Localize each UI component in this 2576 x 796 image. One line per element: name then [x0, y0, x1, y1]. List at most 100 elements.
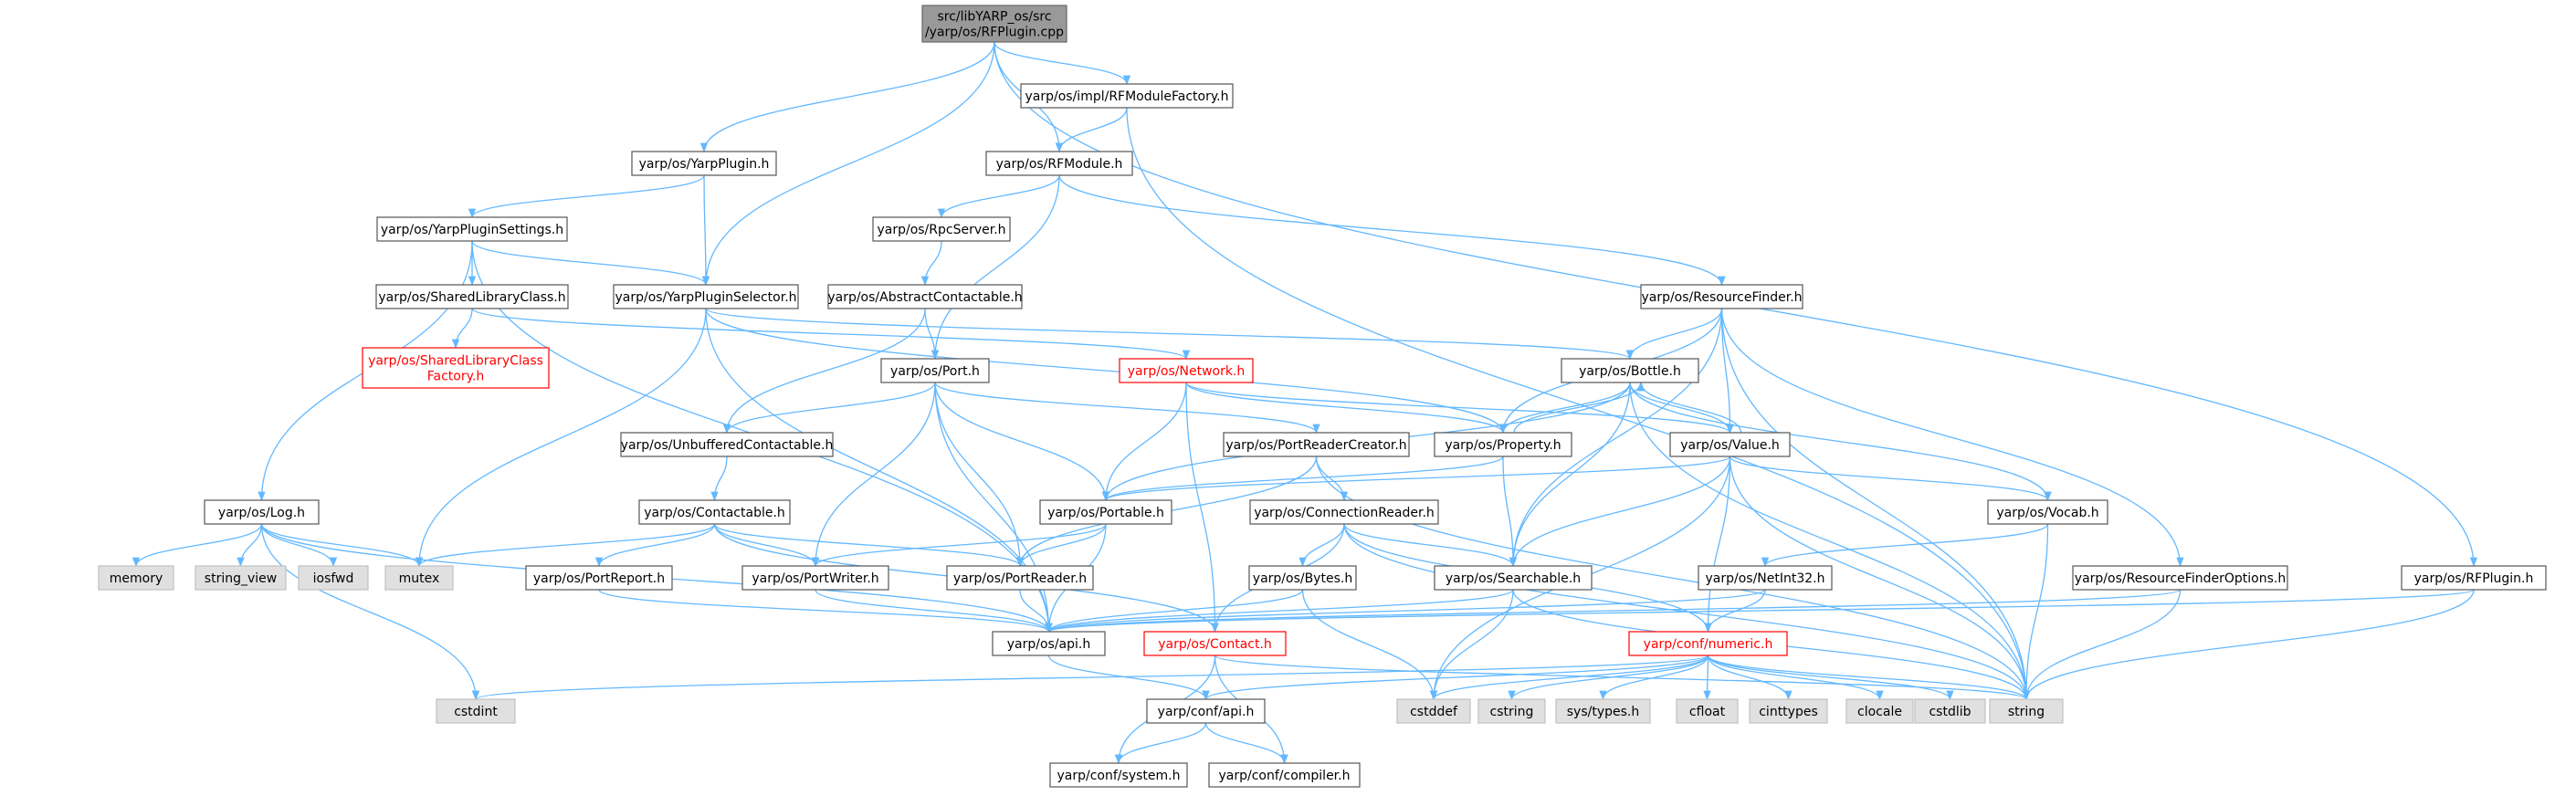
node-label: yarp/conf/system.h — [1057, 769, 1181, 783]
edge-numeric-to-confapi — [1202, 655, 1709, 701]
node-cstring[interactable]: cstring — [1477, 698, 1546, 724]
edge-contactable-to-portreport — [594, 523, 716, 568]
node-string_view[interactable]: string_view — [195, 565, 287, 591]
node-log[interactable]: yarp/os/Log.h — [204, 499, 320, 525]
edge-network-to-portable — [1101, 382, 1187, 502]
node-port[interactable]: yarp/os/Port.h — [880, 358, 990, 383]
edge-bottle-to-value — [1629, 382, 1734, 435]
node-contactable[interactable]: yarp/os/Contactable.h — [638, 499, 791, 525]
node-box — [1248, 565, 1357, 591]
edge-numeric-to-systypes — [1599, 655, 1709, 701]
node-rfplugin[interactable]: yarp/os/RFPlugin.h — [2401, 565, 2547, 591]
edge-network-to-contact — [1185, 382, 1219, 634]
node-rfmodulefactory[interactable]: yarp/os/impl/RFModuleFactory.h — [1020, 83, 1234, 109]
edge-contactable-to-portreader — [713, 523, 1025, 568]
node-box — [436, 698, 516, 724]
edge-yarpplugin-to-yarppluginsettings — [468, 174, 705, 219]
node-yarppluginsettings[interactable]: yarp/os/YarpPluginSettings.h — [376, 216, 568, 242]
node-mutex[interactable]: mutex — [384, 565, 454, 591]
edge-resourcefinderoptions-to-api — [1045, 589, 2182, 634]
node-bytes[interactable]: yarp/os/Bytes.h — [1248, 565, 1357, 591]
node-label: yarp/os/RpcServer.h — [877, 223, 1005, 237]
node-yarppluginselector[interactable]: yarp/os/YarpPluginSelector.h — [613, 284, 799, 309]
node-bottle[interactable]: yarp/os/Bottle.h — [1561, 358, 1699, 383]
node-sharedlibraryclass[interactable]: yarp/os/SharedLibraryClass.h — [375, 284, 569, 309]
node-vocab[interactable]: yarp/os/Vocab.h — [1987, 499, 2108, 525]
edge-bottle-to-searchable — [1509, 382, 1631, 568]
node-property[interactable]: yarp/os/Property.h — [1434, 432, 1572, 457]
edge-sharedlibraryclass-to-sharedlibraryclassfactory — [451, 308, 473, 350]
node-searchable[interactable]: yarp/os/Searchable.h — [1434, 565, 1593, 591]
node-portwriter[interactable]: yarp/os/PortWriter.h — [741, 565, 889, 591]
node-numeric[interactable]: yarp/conf/numeric.h — [1628, 631, 1788, 656]
edge-netint32-to-api — [1045, 589, 1766, 634]
node-abstractcontactable[interactable]: yarp/os/AbstractContactable.h — [827, 284, 1023, 309]
edge-port-to-portreader — [934, 382, 1025, 568]
node-label: memory — [110, 571, 163, 586]
node-label: yarp/os/PortWriter.h — [752, 571, 878, 586]
node-label: yarp/os/PortReader.h — [953, 571, 1087, 586]
edge-searchable-to-cstddef — [1429, 589, 1514, 701]
node-cstdlib[interactable]: cstdlib — [1914, 698, 1986, 724]
node-label: yarp/os/ResourceFinder.h — [1641, 290, 1802, 305]
edge-portreport-to-api — [598, 589, 1053, 634]
node-netint32[interactable]: yarp/os/NetInt32.h — [1698, 565, 1833, 591]
node-box — [384, 565, 454, 591]
node-cstddef[interactable]: cstddef — [1396, 698, 1471, 724]
edge-resourcefinderoptions-to-string — [2022, 589, 2182, 701]
node-label: yarp/os/Contactable.h — [644, 506, 785, 520]
node-box — [1914, 698, 1986, 724]
edge-searchable-to-api — [1045, 589, 1514, 634]
node-box — [1223, 432, 1410, 457]
edge-rfmodule-to-rpcserver — [937, 174, 1060, 219]
node-memory[interactable]: memory — [98, 565, 174, 591]
node-confapi[interactable]: yarp/conf/api.h — [1146, 698, 1266, 724]
node-rpcserver[interactable]: yarp/os/RpcServer.h — [872, 216, 1011, 242]
node-resourcefinderoptions[interactable]: yarp/os/ResourceFinderOptions.h — [2072, 565, 2288, 591]
node-portable[interactable]: yarp/os/Portable.h — [1039, 499, 1172, 525]
node-rfmodule[interactable]: yarp/os/RFModule.h — [985, 151, 1133, 176]
node-clocale[interactable]: clocale — [1845, 698, 1914, 724]
node-cinttypes[interactable]: cinttypes — [1749, 698, 1828, 724]
node-connectionreader[interactable]: yarp/os/ConnectionReader.h — [1249, 499, 1439, 525]
node-box — [1146, 698, 1266, 724]
node-yarpplugin[interactable]: yarp/os/YarpPlugin.h — [631, 151, 777, 176]
edge-property-to-portable — [1102, 456, 1504, 502]
node-value[interactable]: yarp/os/Value.h — [1669, 432, 1791, 457]
node-string[interactable]: string — [1989, 698, 2064, 724]
node-cstdint[interactable]: cstdint — [436, 698, 516, 724]
node-unbufferedcontactable[interactable]: yarp/os/UnbufferedContactable.h — [620, 432, 834, 457]
node-label: yarp/os/Vocab.h — [1996, 506, 2098, 520]
node-api[interactable]: yarp/os/api.h — [992, 631, 1106, 656]
node-box — [1477, 698, 1546, 724]
node-box — [827, 284, 1023, 309]
node-box — [992, 631, 1106, 656]
node-resourcefinder[interactable]: yarp/os/ResourceFinder.h — [1640, 284, 1803, 309]
node-system[interactable]: yarp/conf/system.h — [1049, 762, 1188, 788]
node-cfloat[interactable]: cfloat — [1676, 698, 1739, 724]
node-iosfwd[interactable]: iosfwd — [298, 565, 369, 591]
node-label: yarp/os/Portable.h — [1047, 506, 1164, 520]
node-box — [1396, 698, 1471, 724]
node-box — [298, 565, 369, 591]
node-label: sys/types.h — [1567, 705, 1639, 719]
node-box — [2072, 565, 2288, 591]
node-label: yarp/conf/numeric.h — [1644, 637, 1773, 652]
node-root[interactable]: src/libYARP_os/src/yarp/os/RFPlugin.cpp — [921, 5, 1067, 43]
edge-contact-to-string — [1214, 655, 2030, 701]
node-compiler[interactable]: yarp/conf/compiler.h — [1208, 762, 1361, 788]
node-systypes[interactable]: sys/types.h — [1555, 698, 1651, 724]
node-portreader[interactable]: yarp/os/PortReader.h — [946, 565, 1094, 591]
node-contact[interactable]: yarp/os/Contact.h — [1143, 631, 1287, 656]
node-network[interactable]: yarp/os/Network.h — [1119, 358, 1254, 383]
node-portreadercreator[interactable]: yarp/os/PortReaderCreator.h — [1223, 432, 1410, 457]
edge-contactable-to-mutex — [415, 523, 716, 568]
node-portreport[interactable]: yarp/os/PortReport.h — [525, 565, 673, 591]
edge-numeric-to-cstdint — [472, 655, 1709, 701]
node-label: cstddef — [1410, 705, 1458, 719]
node-label: yarp/os/RFPlugin.h — [2414, 571, 2534, 586]
node-box — [525, 565, 673, 591]
node-box — [1208, 762, 1361, 788]
edge-resourcefinder-to-string — [1720, 308, 2031, 701]
